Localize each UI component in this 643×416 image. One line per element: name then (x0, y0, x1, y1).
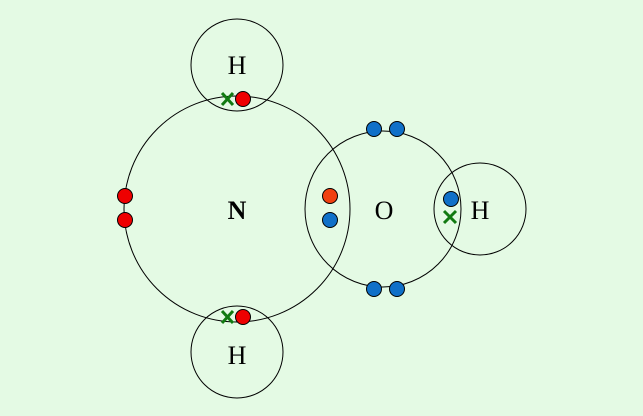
hydrogen-top-cross-electron (220, 91, 235, 107)
oxygen-lone-pair-top-electron (366, 121, 382, 137)
hydrogen-right-label: H (471, 196, 490, 225)
hydrogen-bottom-label: H (228, 341, 247, 370)
hydrogen-top-label: H (228, 51, 247, 80)
nitrogen-bonding-electron-top (235, 91, 251, 107)
oxygen-label: O (375, 196, 394, 225)
hydrogen-bottom-shell (190, 305, 284, 399)
nitrogen-lone-pair-electron (117, 188, 133, 204)
oxygen-bonding-electron-nitrogen (322, 212, 338, 228)
oxygen-lone-pair-top-electron (389, 121, 405, 137)
hydrogen-right-shell (433, 162, 527, 256)
nitrogen-label: N (228, 196, 247, 225)
nitrogen-bonding-electron-bottom (235, 309, 251, 325)
nitrogen-bonding-electron-oxygen (322, 188, 338, 204)
hydrogen-top-shell (190, 18, 284, 112)
oxygen-lone-pair-bottom-electron (389, 281, 405, 297)
hydrogen-bottom-cross-electron (220, 309, 235, 325)
hydrogen-right-cross-electron (442, 209, 458, 225)
oxygen-shell (304, 130, 462, 288)
oxygen-bonding-electron-hydrogen (443, 191, 459, 207)
oxygen-lone-pair-bottom-electron (366, 281, 382, 297)
nitrogen-lone-pair-electron (117, 212, 133, 228)
